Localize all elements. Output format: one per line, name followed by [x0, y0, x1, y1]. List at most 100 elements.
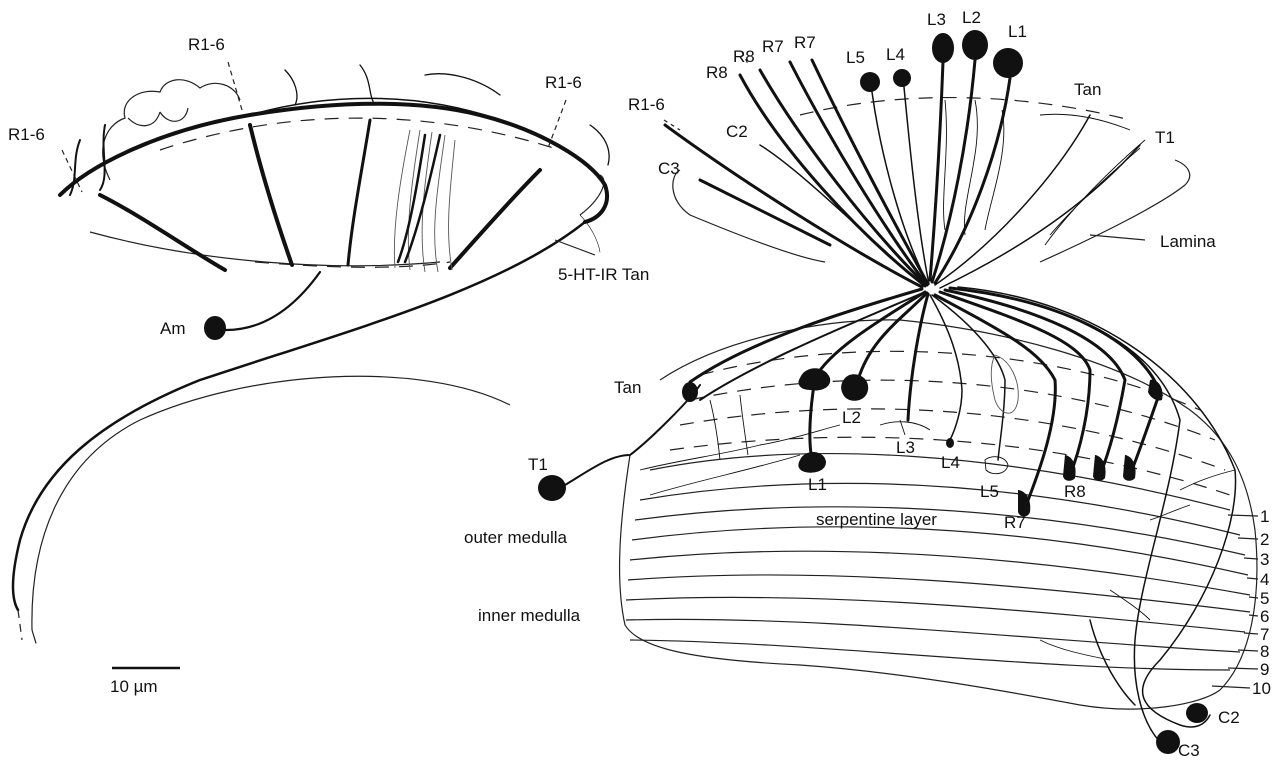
layer-line: [628, 575, 1250, 612]
l3-soma: [932, 33, 954, 63]
5ht-long-fiber: [13, 222, 585, 610]
label-t1: T1: [528, 455, 548, 474]
layer-line: [632, 527, 1248, 575]
l5-axon: [872, 92, 928, 284]
retina-outline: [103, 80, 240, 180]
layer-tick: [1238, 650, 1258, 651]
label-c2: C2: [726, 122, 748, 141]
retina-fibers-left: [70, 125, 105, 195]
t1-lamina-arbor: [1040, 114, 1145, 245]
c3-soma: [1156, 730, 1180, 754]
label-l3: L3: [927, 10, 946, 29]
label-tan: Tan: [614, 378, 641, 397]
r16-axon-3: [348, 120, 370, 265]
l1-soma: [993, 48, 1023, 78]
scale-bar-label: 10 µm: [110, 677, 158, 696]
layer-number: 9: [1260, 660, 1269, 679]
layer-dashed: [690, 380, 1215, 440]
l1-terminal: [798, 452, 826, 473]
label-l2: L2: [962, 8, 981, 27]
label-serpentine-layer: serpentine layer: [816, 510, 937, 529]
layer-tick: [1249, 615, 1258, 616]
label-c2: C2: [1218, 708, 1240, 727]
lamina-dashed-lower: [255, 262, 450, 267]
label-r16: R1-6: [8, 125, 45, 144]
retina-cell-outlines: [128, 108, 188, 126]
label-l4: L4: [941, 453, 960, 472]
am-neurite: [226, 272, 320, 330]
am-soma: [204, 316, 226, 340]
c-fiber-descending: [1090, 620, 1135, 705]
layer-tick: [1244, 633, 1258, 634]
l3-medulla-axon: [908, 294, 928, 420]
label-l5: L5: [980, 482, 999, 501]
label-outer-medulla: outer medulla: [464, 528, 568, 547]
c3-fiber: [700, 180, 830, 245]
r8-terminal-b: [1093, 455, 1106, 481]
l1-terminal-top: [798, 368, 830, 390]
l5-soma: [860, 72, 880, 92]
layer-tick: [1212, 686, 1250, 688]
l4-axon: [904, 87, 929, 284]
l1-axon: [935, 78, 1010, 283]
medulla-left-outline: [32, 376, 510, 630]
layer-tick: [1228, 668, 1258, 669]
label-t1: T1: [1155, 128, 1175, 147]
label-l5: L5: [846, 48, 865, 67]
l2-terminal: [841, 374, 868, 401]
5ht-fiber-cut: [18, 610, 22, 640]
r16-axon-top: [665, 125, 922, 287]
tan-top-fiber: [935, 115, 1090, 285]
label-l2: L2: [842, 408, 861, 427]
label-r8: R8: [733, 47, 755, 66]
layer-number: 5: [1260, 589, 1269, 608]
right-lamina: [664, 30, 1190, 288]
lamina-leader: [1090, 235, 1145, 240]
label-r8: R8: [706, 63, 728, 82]
c2-fiber: [760, 145, 924, 286]
label-l1: L1: [1008, 22, 1027, 41]
r16-axon-4: [450, 170, 540, 268]
l2-soma: [962, 30, 988, 60]
label-lamina: Lamina: [1160, 232, 1216, 251]
layer-number: 1: [1260, 507, 1269, 526]
layer-tick: [1238, 538, 1258, 539]
layer-number: 6: [1260, 607, 1269, 626]
label-c3: C3: [1178, 741, 1200, 760]
layer-number: 3: [1260, 550, 1269, 569]
label-r7: R7: [762, 37, 784, 56]
layer-number: 4: [1260, 570, 1269, 589]
lamina-dark-fibers: [398, 135, 440, 262]
r8-axon-a: [760, 70, 926, 285]
layer-number: 8: [1260, 642, 1269, 661]
layer-line: [626, 619, 1240, 652]
tan-medulla-fiber: [690, 289, 922, 382]
l4-terminal: [946, 438, 954, 448]
l4-soma: [893, 69, 911, 87]
l4-medulla-axon: [930, 295, 962, 440]
label-tan: Tan: [1074, 80, 1101, 99]
layer-line: [630, 551, 1250, 595]
left-panel: [13, 62, 609, 650]
label-l1: L1: [808, 475, 827, 494]
r16-axon-1: [100, 195, 225, 270]
label-l4: L4: [886, 45, 905, 64]
lamina-outline: [90, 175, 604, 266]
monopolar-dendrites: [944, 100, 1004, 235]
t1-neurite: [565, 385, 700, 485]
medulla-left-outline-dash: [32, 630, 38, 650]
r8-terminal-c: [1123, 455, 1136, 481]
layer-line: [630, 640, 1230, 670]
label-r8: R8: [1064, 482, 1086, 501]
label-r16: R1-6: [545, 73, 582, 92]
label-inner-medulla: inner medulla: [478, 606, 581, 625]
layer-number: 2: [1260, 530, 1269, 549]
layer-line: [650, 454, 1230, 510]
label-am: Am: [160, 319, 186, 338]
5ht-tangential-fiber: [60, 104, 607, 222]
label-r7: R7: [1004, 513, 1026, 532]
layer-tick: [1244, 558, 1258, 559]
t1-soma: [538, 475, 566, 501]
label-r16: R1-6: [628, 95, 665, 114]
